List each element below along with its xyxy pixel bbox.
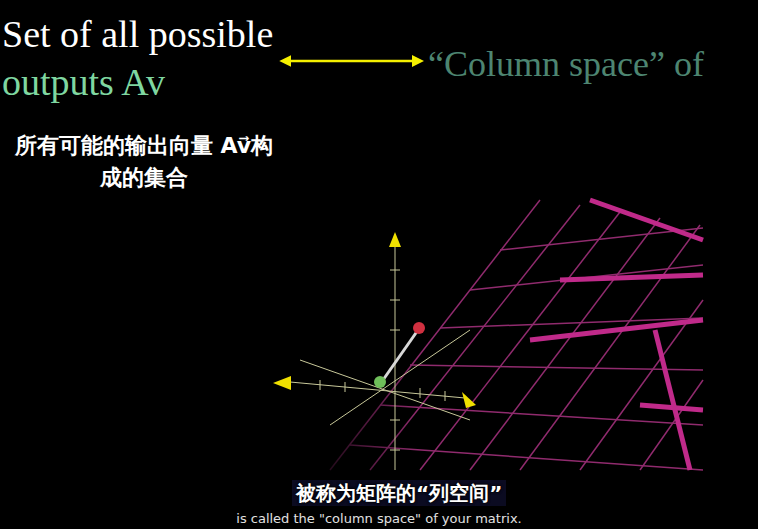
subtitle-chinese: 被称为矩阵的“列空间” [292, 480, 506, 506]
chinese-caption: 所有可能的输出向量 Av⃗构成的集合 [10, 130, 278, 194]
subtitle-english: is called the "column space" of your mat… [0, 511, 758, 527]
column-space-text: “Column space” of [428, 40, 704, 88]
heading-line: “Column space” of [428, 40, 704, 88]
heading-line: outputs Av⃗ [2, 58, 273, 106]
output-set-text: Set of all possibleoutputs Av⃗ [2, 10, 273, 106]
heading-line: Set of all possible [2, 10, 273, 58]
double-arrow [285, 60, 418, 63]
